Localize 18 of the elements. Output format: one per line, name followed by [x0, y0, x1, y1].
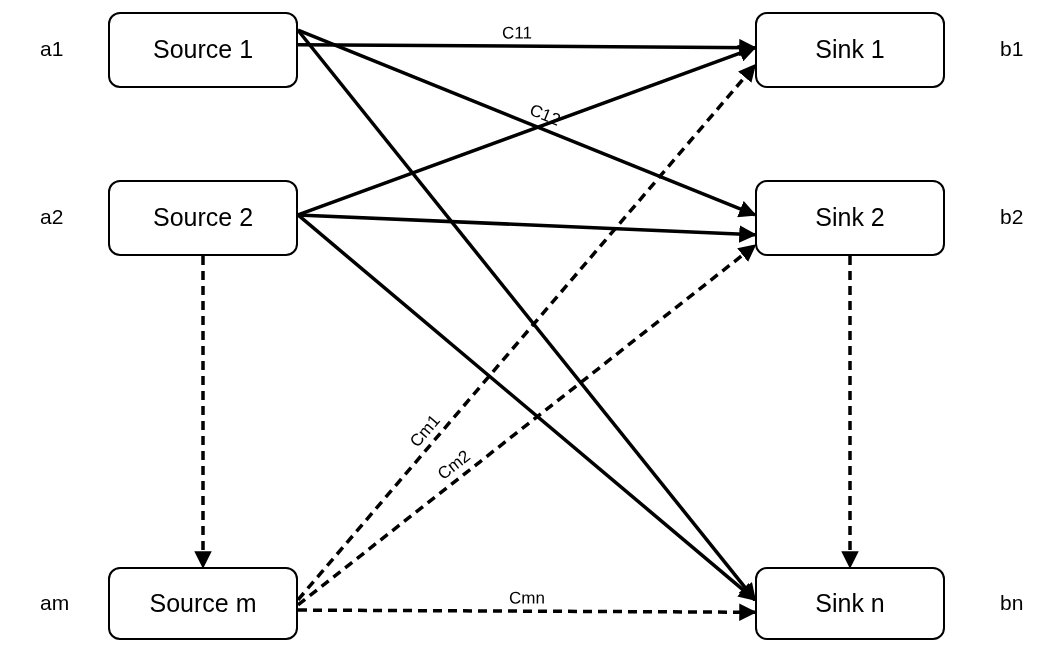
- process-box: Source m: [108, 567, 298, 640]
- process-box: Sink 1: [755, 12, 945, 88]
- arrow: [298, 603, 757, 621]
- capacity-label: b2: [1000, 206, 1024, 227]
- edge-label: Cmn: [508, 589, 545, 607]
- capacity-label: a1: [40, 38, 64, 59]
- process-box: Sink n: [755, 567, 945, 640]
- capacity-label: b1: [1000, 38, 1024, 59]
- process-box: Source 2: [108, 180, 298, 256]
- process-box: Sink 2: [755, 180, 945, 256]
- capacity-label: bn: [1000, 591, 1024, 613]
- arrow: [194, 256, 212, 569]
- capacity-label: am: [40, 591, 70, 613]
- arrow: [841, 256, 859, 569]
- edge-label: C11: [502, 24, 533, 42]
- process-box: Source 1: [108, 12, 298, 88]
- capacity-label: a2: [40, 206, 64, 227]
- edge-label: Cm2: [435, 447, 474, 484]
